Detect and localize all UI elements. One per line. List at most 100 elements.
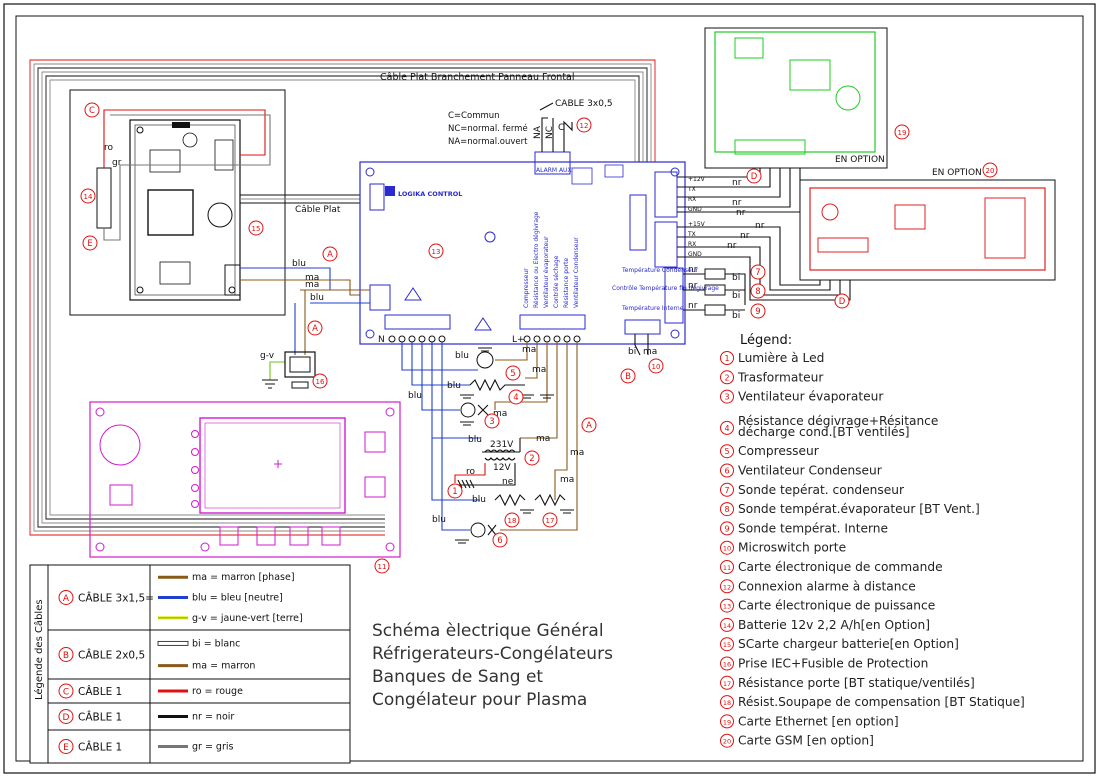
svg-text:14: 14	[723, 622, 731, 630]
svg-text:CÂBLE 3x1,5=: CÂBLE 3x1,5=	[78, 592, 154, 605]
legend-item-11: 10 Microswitch porte	[720, 540, 846, 555]
svg-text:11: 11	[378, 563, 387, 571]
gsm-module	[984, 197, 1026, 259]
charger-board	[129, 119, 241, 301]
svg-text:blu = bleu [neutre]: blu = bleu [neutre]	[192, 593, 283, 604]
svg-text:E: E	[87, 239, 92, 249]
evap-fan-valve	[477, 404, 489, 416]
callout-17: 17	[542, 512, 558, 528]
option-label-top: EN OPTION	[835, 155, 885, 165]
svg-text:Carte Ethernet [en option]: Carte Ethernet [en option]	[738, 714, 899, 728]
svg-text:10: 10	[652, 363, 661, 371]
relay-pin-nc: NC	[545, 126, 555, 139]
wire-label-blu-8: blu	[432, 515, 446, 525]
ribbon-connector	[629, 194, 647, 251]
svg-text:Sonde tepérat. condenseur: Sonde tepérat. condenseur	[738, 483, 905, 497]
svg-text:3: 3	[489, 417, 494, 427]
load-wiring	[401, 342, 578, 531]
evap-fan-symbol	[460, 402, 476, 418]
terminal-n-label: N	[378, 335, 385, 345]
wire-label-blu-5: blu	[408, 391, 422, 401]
svg-text:Carte électronique de commande: Carte électronique de commande	[738, 560, 943, 574]
wire-label-ma-8: ma	[560, 475, 574, 485]
title-line-3: Banques de Sang et	[372, 667, 543, 687]
flat-cable-bundle	[29, 59, 656, 536]
gsm-pin-gnd: GND	[688, 251, 702, 258]
temp-int-label: Température Interne	[621, 305, 684, 312]
ground-symbol-1	[262, 379, 278, 389]
svg-text:nr = noir: nr = noir	[192, 712, 234, 723]
callout-9: 9	[750, 303, 766, 319]
cable-legend-side-title: Légende des Câbles	[33, 599, 45, 700]
svg-text:2: 2	[724, 373, 729, 382]
door-resistance	[534, 493, 566, 507]
callout-5: 5	[505, 365, 521, 381]
svg-text:16: 16	[316, 378, 325, 386]
svg-text:CÂBLE 1: CÂBLE 1	[78, 711, 122, 724]
svg-text:18: 18	[723, 699, 731, 707]
svg-text:Résistance dégivrage+Résitance: Résistance dégivrage+Résitance	[738, 414, 938, 428]
wire-label-blu-4: blu	[447, 381, 461, 391]
probes	[683, 268, 746, 316]
defrost-resistance	[469, 378, 525, 392]
led-wire-ro	[454, 463, 486, 483]
svg-text:13: 13	[432, 248, 441, 256]
svg-text:18: 18	[508, 517, 517, 525]
title-line-1: Schéma èlectrique Général	[372, 621, 604, 641]
relay-def-c: C=Commun	[448, 111, 500, 121]
svg-text:7: 7	[755, 268, 760, 278]
svg-text:17: 17	[723, 680, 731, 688]
callout-10: 10	[648, 358, 664, 374]
svg-text:ro = rouge: ro = rouge	[192, 686, 243, 697]
power-board-logo	[385, 186, 395, 196]
wire-label-nr-4: nr	[755, 221, 765, 231]
sensor-left	[109, 484, 133, 506]
svg-text:Microswitch porte: Microswitch porte	[738, 541, 846, 555]
svg-text:17: 17	[546, 517, 555, 525]
callout-15: 15	[248, 220, 264, 236]
command-board	[89, 401, 401, 558]
callout-8: 8	[750, 283, 766, 299]
svg-text:CÂBLE 1: CÂBLE 1	[78, 741, 122, 754]
svg-text:Ventilateur évaporateur: Ventilateur évaporateur	[543, 236, 550, 308]
command-display-inner	[204, 422, 341, 509]
leds	[191, 430, 199, 508]
svg-text:11: 11	[723, 564, 731, 572]
svg-text:Ventilateur évaporateur: Ventilateur évaporateur	[738, 390, 884, 404]
legend-item-18: 17 Résistance porte [BT statique/ventilés…	[720, 675, 975, 690]
svg-text:9: 9	[724, 524, 729, 533]
svg-text:ma = marron: ma = marron	[192, 661, 255, 672]
svg-text:Résistance porte [BT statique/: Résistance porte [BT statique/ventilés]	[738, 676, 975, 690]
svg-text:Sonde températ. Interne: Sonde températ. Interne	[738, 521, 888, 535]
compressor-symbol	[476, 351, 494, 369]
cable-3x05-leader	[539, 102, 554, 111]
legend-title: Légend:	[740, 333, 792, 348]
cable-marker-a-1: A	[307, 320, 323, 336]
callout-19: 19	[894, 124, 910, 140]
svg-text:bi = blanc: bi = blanc	[192, 638, 240, 649]
ground-symbols	[455, 347, 574, 544]
svg-text:Lumière à Led: Lumière à Led	[738, 351, 824, 365]
temp-evap-label: Contrôle Température fin dégivrage	[612, 285, 719, 292]
legend-item-10: 9 Sonde températ. Interne	[720, 521, 888, 536]
svg-text:6: 6	[497, 536, 502, 546]
outer-frame	[3, 3, 1096, 774]
svg-text:10: 10	[723, 545, 731, 553]
led-wire-ne	[455, 463, 516, 486]
svg-text:7: 7	[724, 486, 729, 495]
option-label-mid: EN OPTION	[932, 168, 982, 178]
svg-text:9: 9	[755, 307, 760, 317]
cable-3x05-label: CABLE 3x0,5	[555, 99, 613, 109]
svg-text:D: D	[751, 172, 758, 182]
warning-triangle-2	[474, 317, 492, 331]
gsm-pin-rx: RX	[688, 241, 696, 248]
